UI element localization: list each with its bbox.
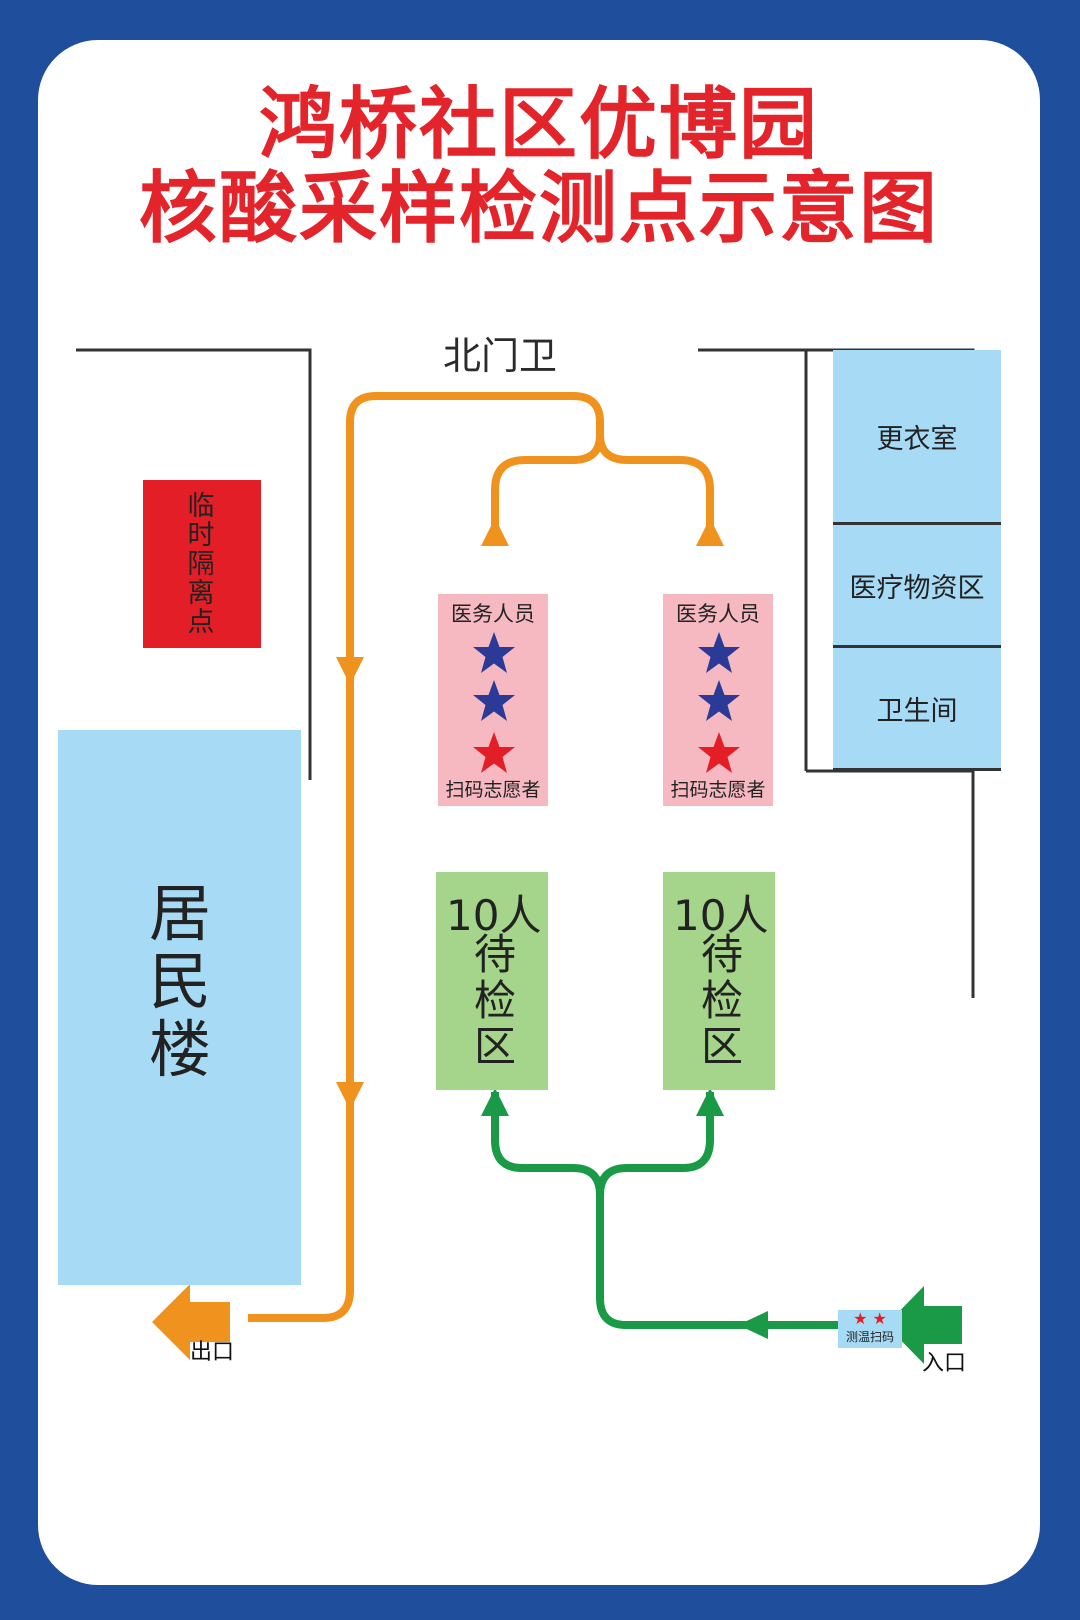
station-bottom-label: 扫码志愿者 xyxy=(670,779,766,801)
orange-arrow-down-2 xyxy=(336,1082,364,1110)
title-line-2: 核酸采样检测点示意图 xyxy=(138,164,939,254)
north-gate-label: 北门卫 xyxy=(443,334,558,378)
temperature-check-stars: ★ ★ xyxy=(853,1309,887,1328)
waiting-area-label: 待检区 xyxy=(700,930,743,1071)
entry-route-branch xyxy=(596,1092,714,1196)
title-line-1: 鸿桥社区优博园 xyxy=(258,80,819,170)
green-arrow-up-left xyxy=(481,1088,509,1116)
room-toilet: 卫生间 xyxy=(833,648,1001,771)
volunteer-star-icon xyxy=(698,732,740,773)
waiting-area-count: 10人 xyxy=(446,891,542,940)
station-top-label: 医务人员 xyxy=(451,602,535,626)
station-top-label: 医务人员 xyxy=(676,602,760,626)
waiting-area-label: 待检区 xyxy=(473,930,516,1071)
entrance-label: 入口 xyxy=(922,1351,967,1376)
entry-route xyxy=(491,1092,866,1329)
temperature-check-point: ★ ★ 测温扫码 xyxy=(838,1310,902,1348)
station-bottom-label: 扫码志愿者 xyxy=(445,779,541,801)
orange-arrow-down-1 xyxy=(336,657,364,685)
medical-staff-star-icon xyxy=(473,680,515,721)
waiting-area-left: 10人 待检区 xyxy=(436,872,548,1090)
temperature-check-label: 测温扫码 xyxy=(845,1330,894,1344)
isolation-point: 临时隔离点 xyxy=(143,480,261,648)
exit-label: 出口 xyxy=(190,1340,235,1365)
route-map xyxy=(76,348,975,1364)
volunteer-star-icon xyxy=(473,732,515,773)
sampling-station-right: 医务人员 扫码志愿者 xyxy=(663,594,773,806)
exit-route xyxy=(248,392,604,1322)
room-medical-supplies: 医疗物资区 xyxy=(833,525,1001,648)
room-changing: 更衣室 xyxy=(833,350,1001,525)
exit-route-branch xyxy=(596,434,714,540)
green-arrow-up-right xyxy=(696,1088,724,1116)
medical-staff-star-icon xyxy=(473,632,515,673)
isolation-point-label: 临时隔离点 xyxy=(187,491,215,638)
medical-staff-star-icon xyxy=(698,632,740,673)
waiting-area-count: 10人 xyxy=(673,891,769,940)
residential-building-label: 居民楼 xyxy=(148,877,211,1086)
entrance-arrow-icon xyxy=(886,1286,962,1364)
orange-arrow-up-left xyxy=(481,518,509,546)
exit-arrow-icon xyxy=(152,1284,230,1360)
green-arrow-left xyxy=(738,1311,768,1339)
sampling-station-left: 医务人员 扫码志愿者 xyxy=(438,594,548,806)
waiting-area-right: 10人 待检区 xyxy=(663,872,775,1090)
residential-building: 居民楼 xyxy=(58,730,301,1285)
left-wall xyxy=(76,348,312,780)
medical-staff-star-icon xyxy=(698,680,740,721)
map-board: 鸿桥社区优博园 核酸采样检测点示意图 北门卫 临时隔离点 居民楼 更衣室 医疗物… xyxy=(38,40,1040,1585)
orange-arrow-up-right xyxy=(696,518,724,546)
